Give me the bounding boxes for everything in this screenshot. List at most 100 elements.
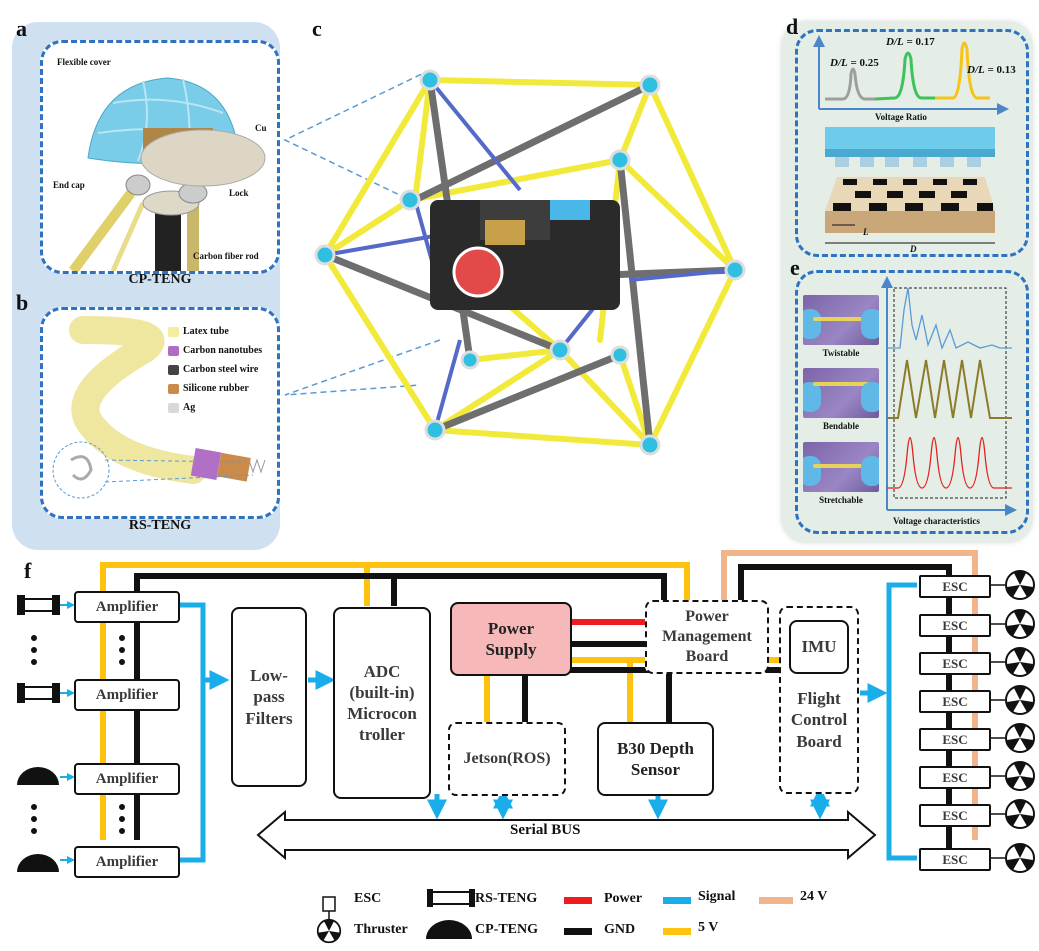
panel-d-frame bbox=[795, 29, 1029, 257]
legend-signal-swatch bbox=[663, 897, 691, 904]
panel-e-frame bbox=[795, 270, 1029, 534]
legend-gnd-swatch bbox=[564, 928, 592, 935]
legend-5v-label: 5 V bbox=[698, 920, 719, 935]
panel-label-f: f bbox=[24, 558, 32, 583]
callout-end-cap: End cap bbox=[53, 180, 85, 190]
amplifier-3[interactable]: Amplifier bbox=[74, 763, 180, 795]
bendable-photo bbox=[803, 368, 879, 418]
red-wheel bbox=[452, 246, 504, 298]
flight-control-board-label: Flight Control Board bbox=[790, 689, 848, 751]
peak-label-0.17: D/L = 0.17 bbox=[886, 36, 935, 48]
power-supply-block[interactable]: Power Supply bbox=[450, 602, 572, 676]
rs-teng-icon bbox=[17, 595, 60, 703]
legend-esc-icon bbox=[322, 896, 336, 912]
panel-label-d: d bbox=[786, 14, 799, 39]
legend-24v-label: 24 V bbox=[800, 889, 828, 904]
power-management-board-block[interactable]: Power Management Board bbox=[645, 600, 769, 674]
legend-rs-teng-icon bbox=[427, 889, 475, 907]
voltage-characteristics-label: Voltage characteristics bbox=[893, 516, 980, 526]
thruster-icon bbox=[1005, 685, 1035, 715]
thruster-icon bbox=[1005, 609, 1035, 639]
legend-silicone-rubber: Silicone rubber bbox=[168, 383, 249, 394]
esc-4[interactable]: ESC bbox=[919, 690, 991, 713]
legend-latex-tube: Latex tube bbox=[168, 326, 229, 337]
panel-label-e: e bbox=[790, 255, 800, 280]
amplifier-2[interactable]: Amplifier bbox=[74, 679, 180, 711]
legend-gnd-label: GND bbox=[604, 922, 636, 937]
thruster-icon bbox=[1005, 761, 1035, 791]
callout-cu: Cu bbox=[255, 123, 267, 133]
thruster-icon bbox=[1005, 647, 1035, 677]
esc-7[interactable]: ESC bbox=[919, 804, 991, 827]
legend-power-swatch bbox=[564, 897, 592, 904]
callout-lock: Lock bbox=[229, 188, 249, 198]
legend-carbon-nanotubes: Carbon nanotubes bbox=[168, 345, 262, 356]
stretchable-photo bbox=[803, 442, 879, 492]
serial-bus-label: Serial BUS bbox=[510, 822, 581, 838]
twistable-caption: Twistable bbox=[822, 348, 860, 358]
peak-0.13 bbox=[935, 41, 990, 100]
esc-2[interactable]: ESC bbox=[919, 614, 991, 637]
blue-struts bbox=[324, 78, 736, 431]
bendable-caption: Bendable bbox=[822, 421, 859, 431]
peak-label-0.13: D/L = 0.13 bbox=[967, 64, 1016, 76]
amplifier-4[interactable]: Amplifier bbox=[74, 846, 180, 878]
legend-ag: Ag bbox=[168, 402, 195, 413]
adc-microcontroller-block[interactable]: ADC (built-in) Microcon troller bbox=[333, 607, 431, 799]
panel-label-a: a bbox=[16, 16, 27, 41]
cp-teng-frame: Flexible cover Cu End cap Lock Carbon fi… bbox=[40, 40, 280, 274]
legend-24v-swatch bbox=[759, 897, 793, 904]
voltage-characteristics-plot bbox=[881, 276, 1017, 516]
esc-5[interactable]: ESC bbox=[919, 728, 991, 751]
stretchable-curve bbox=[887, 436, 1012, 489]
thruster-icon bbox=[1005, 799, 1035, 829]
legend-signal-label: Signal bbox=[698, 889, 736, 904]
panel-label-b: b bbox=[16, 290, 29, 315]
cp-teng-caption: CP-TENG bbox=[128, 272, 192, 287]
legend-5v-swatch bbox=[663, 928, 691, 935]
esc-1[interactable]: ESC bbox=[919, 575, 991, 598]
voltage-ratio-plot bbox=[813, 35, 1009, 244]
legend-thruster-icon bbox=[316, 918, 342, 944]
thruster-icon bbox=[1005, 843, 1035, 873]
rs-teng-frame bbox=[40, 307, 280, 519]
peak-0.25 bbox=[825, 67, 875, 101]
cp-teng-icon bbox=[17, 767, 59, 872]
peak-0.17 bbox=[874, 51, 935, 101]
esc-8[interactable]: ESC bbox=[919, 848, 991, 871]
peak-label-0.25: D/L = 0.25 bbox=[830, 57, 879, 69]
cp-teng-illustration bbox=[68, 77, 266, 271]
legend-cp-teng-icon bbox=[426, 920, 472, 939]
legend-esc-label: ESC bbox=[354, 891, 382, 906]
imu-block[interactable]: IMU bbox=[789, 620, 849, 674]
callout-carbon-fiber-rod: Carbon fiber rod bbox=[193, 251, 259, 261]
jetson-ros-block[interactable]: Jetson(ROS) bbox=[448, 722, 566, 796]
legend-cp-teng-label: CP-TENG bbox=[475, 922, 538, 937]
esc-thruster-links bbox=[989, 584, 1005, 859]
checkerboard bbox=[825, 177, 995, 211]
rs-teng-caption: RS-TENG bbox=[128, 518, 192, 533]
esc-6[interactable]: ESC bbox=[919, 766, 991, 789]
legend-carbon-steel-wire: Carbon steel wire bbox=[168, 364, 258, 375]
callout-flexible-cover: Flexible cover bbox=[57, 57, 111, 67]
esc-3[interactable]: ESC bbox=[919, 652, 991, 675]
flight-control-board-block[interactable]: IMU Flight Control Board bbox=[779, 606, 859, 794]
robot-illustration bbox=[283, 69, 746, 456]
bendable-curve bbox=[887, 359, 1012, 419]
b30-depth-sensor-block[interactable]: B30 Depth Sensor bbox=[597, 722, 714, 796]
legend-rs-teng-label: RS-TENG bbox=[475, 891, 538, 906]
legend-thruster-label: Thruster bbox=[354, 922, 408, 937]
twistable-curve bbox=[887, 287, 1012, 350]
wire-signal bbox=[177, 582, 917, 863]
stretchable-caption: Stretchable bbox=[819, 495, 863, 505]
stamp-top bbox=[825, 127, 995, 149]
node-balls bbox=[314, 69, 746, 456]
panel-label-c: c bbox=[312, 16, 322, 41]
low-pass-filters-block[interactable]: Low- pass Filters bbox=[231, 607, 307, 787]
thruster-icon bbox=[1005, 570, 1035, 600]
serial-bus-arrow bbox=[256, 809, 877, 861]
twistable-photo bbox=[803, 295, 879, 345]
amplifier-1[interactable]: Amplifier bbox=[74, 591, 180, 623]
ellipsis-dots bbox=[31, 635, 125, 834]
